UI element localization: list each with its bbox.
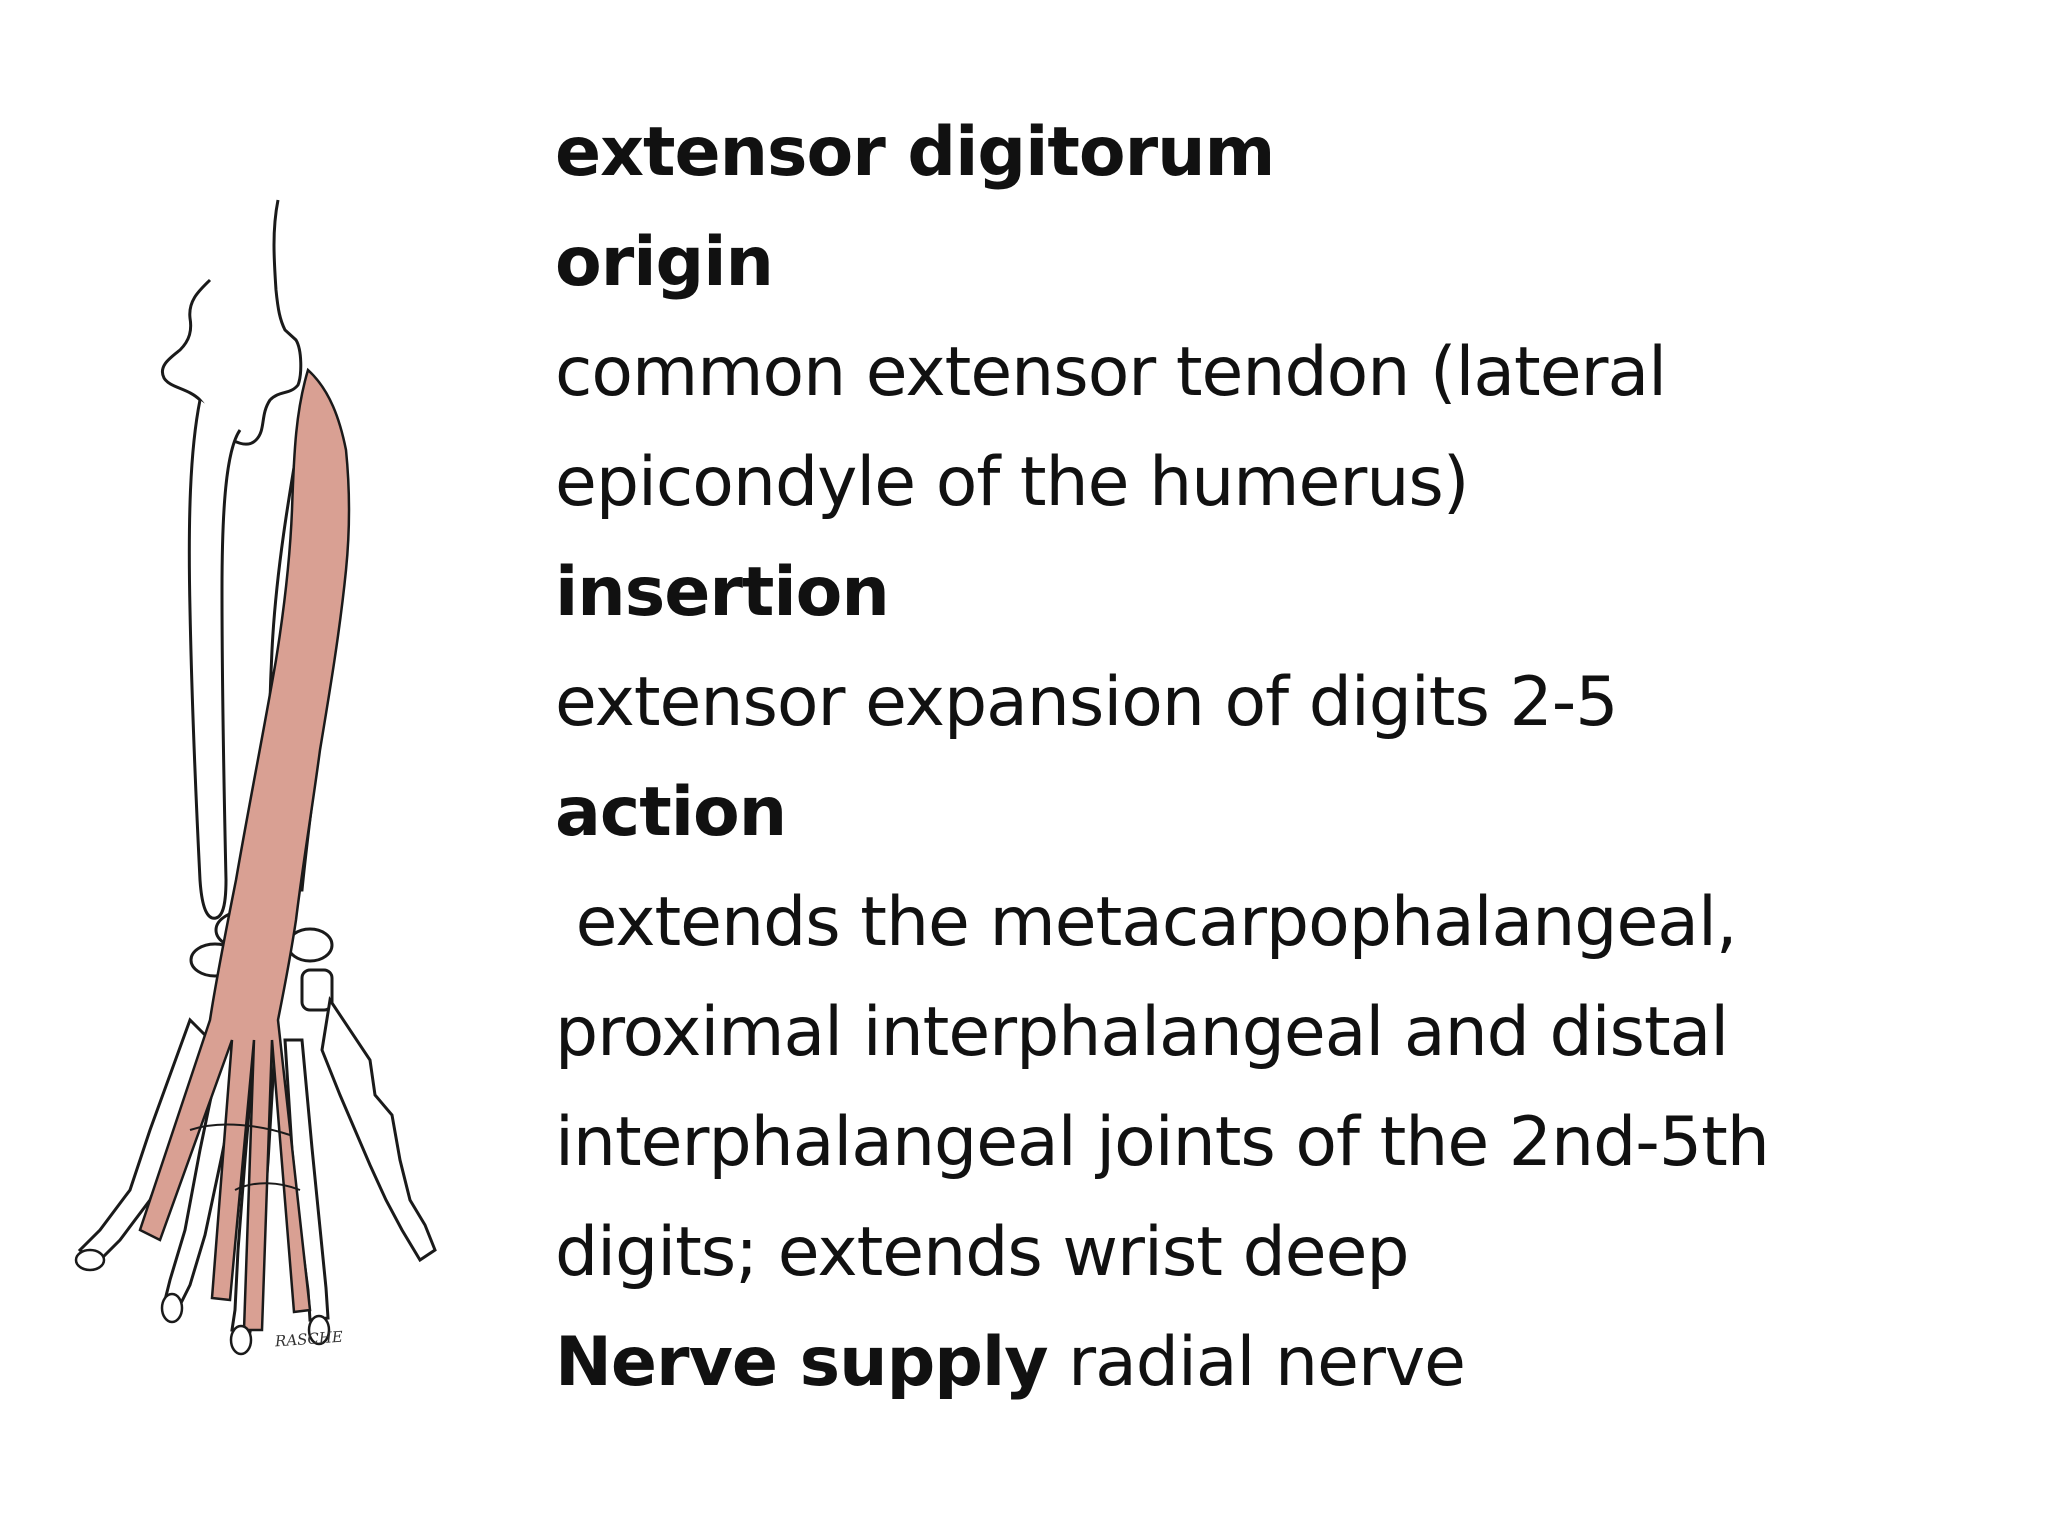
fingertip: [307, 1314, 331, 1346]
origin-text-line: epicondyle of the humerus): [555, 443, 1469, 522]
fingertip: [160, 1292, 184, 1324]
nerve-supply-heading: Nerve supply: [555, 1323, 1049, 1402]
fingertip: [229, 1324, 253, 1356]
forearm-muscle-illustration: [40, 190, 460, 1370]
action-text-line: proximal interphalangeal and distal: [555, 993, 1729, 1072]
nerve-supply-value: radial nerve: [1047, 1323, 1466, 1402]
action-text-line: extends the metacarpophalangeal,: [555, 883, 1738, 962]
carpal-bone: [300, 968, 334, 1012]
humerus-bone: [161, 199, 303, 446]
action-text-line: interphalangeal joints of the 2nd-5th: [555, 1103, 1770, 1182]
origin-text-line: common extensor tendon (lateral: [555, 333, 1667, 412]
origin-heading: origin: [555, 223, 774, 302]
fingertip: [74, 1248, 106, 1272]
action-text-line: digits; extends wrist deep: [555, 1213, 1410, 1292]
ulna-bone: [187, 399, 242, 920]
extensor-digitorum-muscle: [138, 367, 351, 1332]
insertion-heading: insertion: [555, 553, 890, 632]
nerve-supply-line: Nerve supply radial nerve: [555, 1308, 2015, 1418]
muscle-title: extensor digitorum: [555, 113, 1275, 192]
insertion-text-line: extensor expansion of digits 2-5: [555, 663, 1619, 742]
thumb-bone: [320, 995, 437, 1263]
action-heading: action: [555, 773, 787, 852]
muscle-description: extensor digitorum origin common extenso…: [555, 98, 2015, 1418]
